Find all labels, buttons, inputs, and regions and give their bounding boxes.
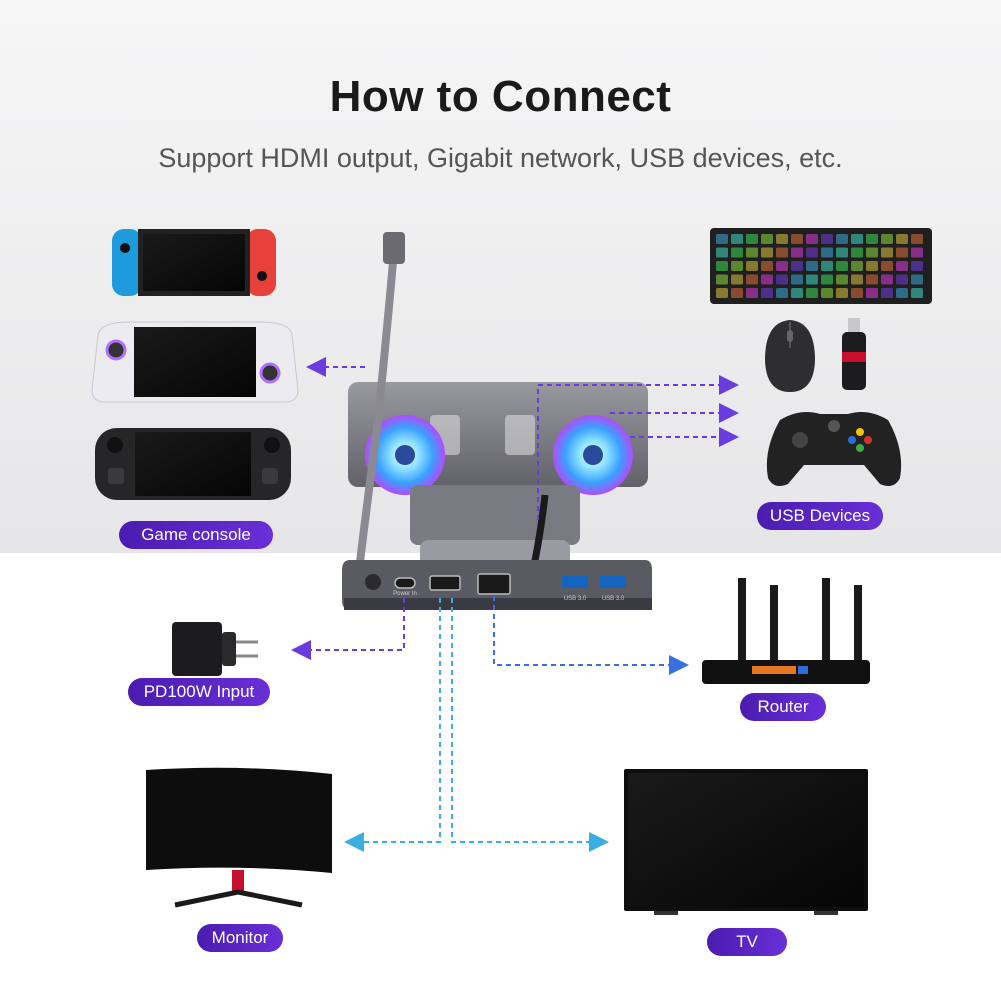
keyboard-key bbox=[731, 261, 743, 271]
rog-ally-console-icon bbox=[91, 321, 299, 403]
keyboard-key bbox=[746, 234, 758, 244]
keyboard-key bbox=[896, 234, 908, 244]
keyboard-key bbox=[821, 288, 833, 298]
keyboard-key bbox=[791, 288, 803, 298]
keyboard-key bbox=[761, 234, 773, 244]
keyboard-key bbox=[821, 274, 833, 285]
keyboard-key bbox=[791, 274, 803, 285]
keyboard-key bbox=[866, 261, 878, 271]
arrows-usb-devices bbox=[537, 375, 739, 520]
keyboard-key bbox=[731, 234, 743, 244]
keyboard-key bbox=[806, 274, 818, 285]
keyboard-key bbox=[821, 261, 833, 271]
keyboard-key bbox=[851, 288, 863, 298]
usb-stick-icon bbox=[842, 318, 866, 390]
keyboard-key bbox=[746, 247, 758, 258]
gamepad-icon bbox=[766, 412, 902, 486]
keyboard-key bbox=[731, 288, 743, 298]
page-subtitle: Support HDMI output, Gigabit network, US… bbox=[158, 143, 843, 173]
keyboard-key bbox=[791, 247, 803, 258]
keyboard-key bbox=[746, 261, 758, 271]
keyboard-key bbox=[791, 234, 803, 244]
keyboard-key bbox=[896, 261, 908, 271]
keyboard-key bbox=[896, 288, 908, 298]
keyboard-key bbox=[881, 288, 893, 298]
keyboard-key bbox=[716, 247, 728, 258]
keyboard-key bbox=[836, 234, 848, 244]
keyboard-key bbox=[881, 274, 893, 285]
port-usb2-label: USB 3.0 bbox=[602, 596, 625, 602]
keyboard-key bbox=[806, 288, 818, 298]
keyboard-key bbox=[881, 234, 893, 244]
keyboard-icon bbox=[710, 228, 932, 304]
keyboard-key bbox=[896, 274, 908, 285]
port-usb1-label: USB 3.0 bbox=[564, 596, 587, 602]
keyboard-key bbox=[731, 247, 743, 258]
keyboard-key bbox=[776, 288, 788, 298]
keyboard-key bbox=[716, 274, 728, 285]
keyboard-key bbox=[746, 288, 758, 298]
router-icon bbox=[702, 578, 870, 684]
keyboard-key bbox=[896, 247, 908, 258]
keyboard-key bbox=[716, 234, 728, 244]
label-router: Router bbox=[740, 693, 826, 721]
keyboard-key bbox=[881, 247, 893, 258]
tv-icon bbox=[624, 769, 868, 915]
keyboard-key bbox=[851, 261, 863, 271]
label-monitor: Monitor bbox=[197, 924, 283, 952]
keyboard-key bbox=[851, 234, 863, 244]
keyboard-key bbox=[716, 288, 728, 298]
steam-deck-console-icon bbox=[95, 428, 291, 500]
keyboard-key bbox=[836, 261, 848, 271]
keyboard-key bbox=[866, 274, 878, 285]
keyboard-key bbox=[776, 274, 788, 285]
port-power-label: Power In bbox=[393, 591, 417, 597]
keyboard-key bbox=[866, 288, 878, 298]
page-title: How to Connect bbox=[329, 72, 672, 121]
switch-console-icon bbox=[112, 229, 276, 296]
label-pd-input: PD100W Input bbox=[128, 678, 270, 706]
keyboard-key bbox=[851, 247, 863, 258]
mouse-icon bbox=[765, 320, 815, 392]
keyboard-key bbox=[911, 274, 923, 285]
keyboard-key bbox=[836, 247, 848, 258]
keyboard-key bbox=[866, 247, 878, 258]
keyboard-key bbox=[911, 247, 923, 258]
dock-icon: Power In USB 3.0 USB 3.0 bbox=[342, 232, 652, 610]
keyboard-key bbox=[866, 234, 878, 244]
keyboard-key bbox=[776, 261, 788, 271]
keyboard-key bbox=[776, 247, 788, 258]
arrows-hdmi-displays bbox=[344, 598, 609, 852]
keyboard-key bbox=[881, 261, 893, 271]
keyboard-key bbox=[911, 288, 923, 298]
keyboard-key bbox=[761, 288, 773, 298]
keyboard-key bbox=[836, 288, 848, 298]
keyboard-key bbox=[731, 274, 743, 285]
keyboard-key bbox=[791, 261, 803, 271]
keyboard-key bbox=[746, 274, 758, 285]
charger-icon bbox=[172, 622, 258, 676]
keyboard-key bbox=[806, 261, 818, 271]
keyboard-key bbox=[836, 274, 848, 285]
keyboard-key bbox=[761, 261, 773, 271]
label-tv: TV bbox=[707, 928, 787, 956]
keyboard-key bbox=[911, 234, 923, 244]
keyboard-key bbox=[716, 261, 728, 271]
arrow-router bbox=[493, 596, 689, 675]
keyboard-key bbox=[761, 247, 773, 258]
keyboard-key bbox=[851, 274, 863, 285]
keyboard-key bbox=[821, 247, 833, 258]
keyboard-key bbox=[821, 234, 833, 244]
keyboard-key bbox=[806, 247, 818, 258]
monitor-icon bbox=[146, 767, 332, 908]
keyboard-key bbox=[761, 274, 773, 285]
label-usb-devices: USB Devices bbox=[757, 502, 883, 530]
keyboard-key bbox=[776, 234, 788, 244]
keyboard-key bbox=[911, 261, 923, 271]
keyboard-key bbox=[806, 234, 818, 244]
label-game-console: Game console bbox=[119, 521, 273, 549]
